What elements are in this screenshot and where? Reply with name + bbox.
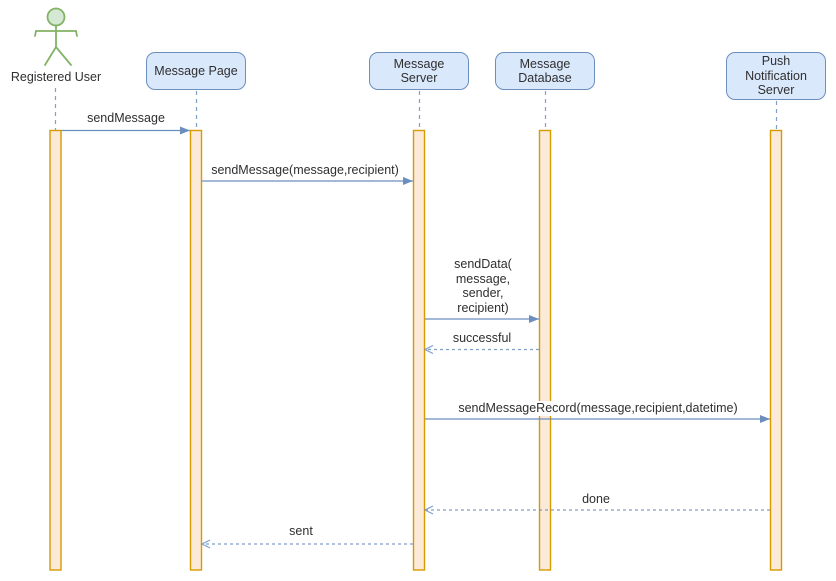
message-label-done: done	[580, 492, 612, 507]
participant-box-message-server: Message Server	[369, 52, 469, 90]
message-label-send-message: sendMessage	[85, 111, 167, 126]
activation-push-notification-server	[769, 129, 783, 571]
participant-box-message-page: Message Page	[146, 52, 246, 90]
participant-label-registered-user: Registered User	[9, 70, 103, 84]
message-label-send-data: sendData( message, sender, recipient)	[452, 257, 514, 315]
message-label-send-message-record: sendMessageRecord(message,recipient,date…	[456, 401, 740, 416]
activation-message-database	[538, 129, 552, 571]
participant-label-push-notification-server: Push Notification Server	[745, 54, 807, 98]
message-label-send-message-params: sendMessage(message,recipient)	[209, 163, 401, 178]
participant-label-message-database: Message Database	[518, 56, 572, 86]
activation-message-page	[189, 129, 203, 571]
actor-icon	[34, 7, 78, 66]
participant-box-push-notification-server: Push Notification Server	[726, 52, 826, 100]
message-label-sent: sent	[287, 524, 315, 539]
participant-label-message-server: Message Server	[393, 56, 445, 86]
message-label-successful: successful	[450, 331, 514, 346]
participant-box-message-database: Message Database	[495, 52, 595, 90]
activation-message-server	[412, 129, 426, 571]
participant-label-message-page: Message Page	[154, 63, 238, 78]
activation-registered-user	[49, 129, 62, 571]
